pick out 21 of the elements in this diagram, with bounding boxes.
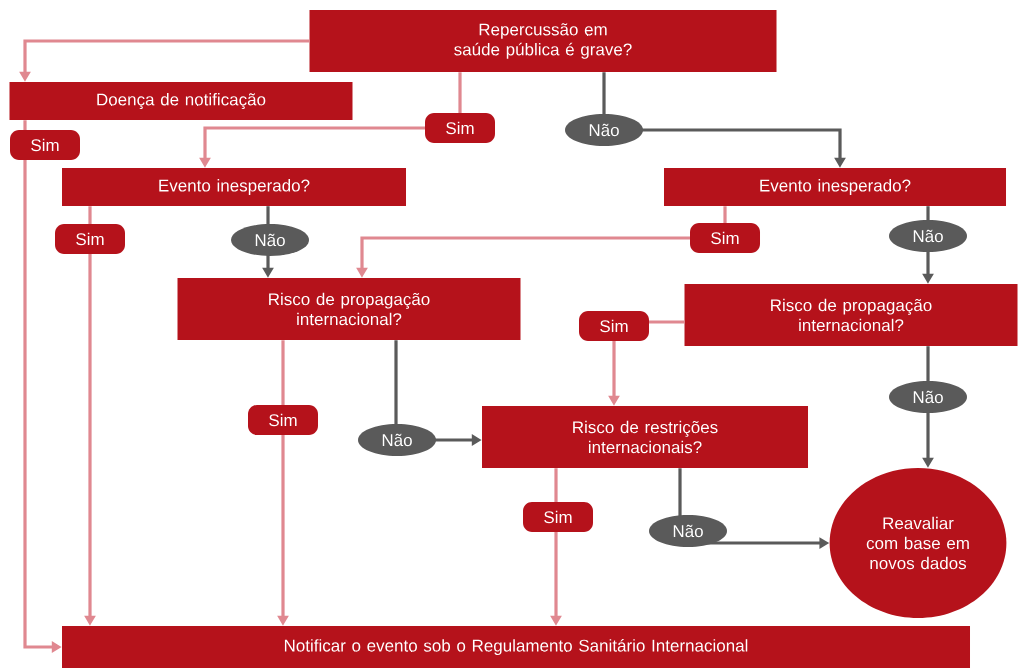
- edge-label: Não: [649, 515, 727, 547]
- process-box: Risco de propagação internacional?: [684, 284, 1018, 346]
- process-box: Repercussão em saúde pública é grave?: [309, 10, 777, 72]
- process-box: Notificar o evento sob o Regulamento Sanitário Internacional: [62, 626, 970, 668]
- process-box: Risco de propagação internacional?: [177, 278, 521, 340]
- process-box: Evento inesperado?: [664, 168, 1006, 206]
- edge-label: Não: [889, 220, 967, 252]
- edge-label: Não: [889, 381, 967, 413]
- edge-label: Sim: [248, 405, 318, 435]
- edge-label: Sim: [55, 224, 125, 254]
- edge-label: Sim: [523, 502, 593, 532]
- edge-label: Não: [358, 424, 436, 456]
- edge-label: Não: [565, 114, 643, 146]
- edge-label: Não: [231, 224, 309, 256]
- edge-label: Sim: [579, 311, 649, 341]
- edge-label: Sim: [425, 113, 495, 143]
- edge-label: Sim: [10, 130, 80, 160]
- edge-label: Sim: [690, 223, 760, 253]
- process-box: Evento inesperado?: [62, 168, 406, 206]
- process-box: Doença de notificação: [9, 82, 353, 120]
- process-box: Risco de restrições internacionais?: [482, 406, 808, 468]
